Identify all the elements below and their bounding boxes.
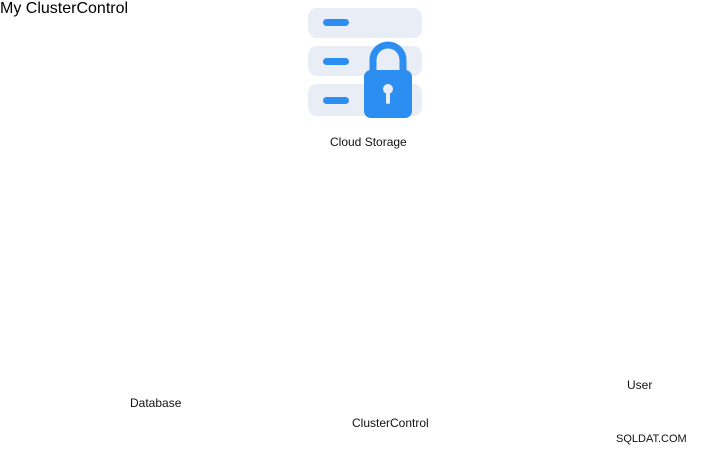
mysql-badge-text: My xyxy=(0,0,22,17)
cloud-storage-label: Cloud Storage xyxy=(330,135,407,149)
user-label: User xyxy=(627,378,653,392)
watermark-text: SQLDAT.COM xyxy=(616,433,687,445)
mysql-database-icon: My xyxy=(0,0,26,17)
cloud-lock-icon xyxy=(364,41,412,118)
cluster-control-label: ClusterControl xyxy=(352,416,429,430)
database-label: Database xyxy=(130,396,182,410)
cluster-platform-icon: ClusterControl xyxy=(26,0,128,17)
holo-screen: ClusterControl xyxy=(26,0,128,17)
screen-title: ClusterControl xyxy=(25,0,129,17)
